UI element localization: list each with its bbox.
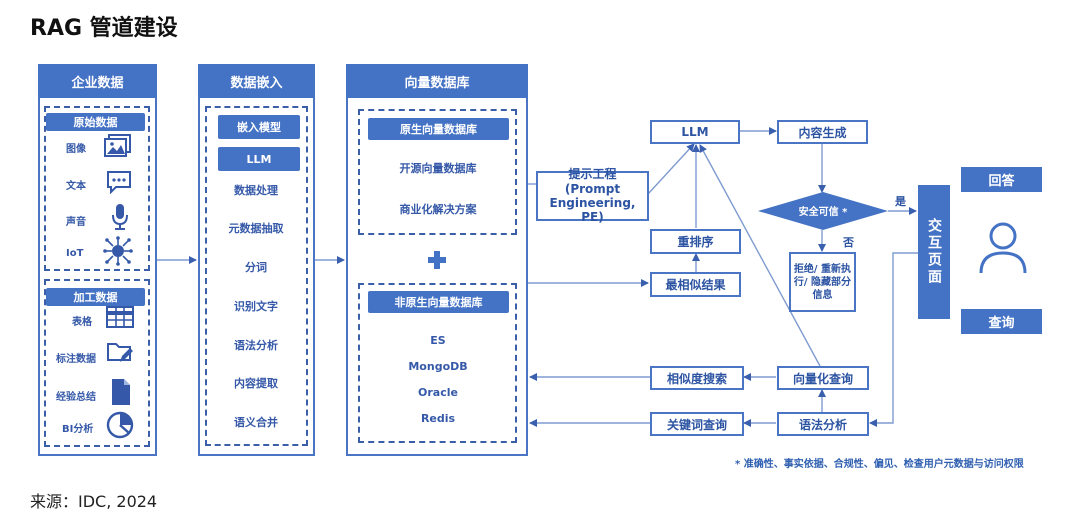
- footnote: * 准确性、事实依据、合规性、偏见、检查用户元数据与访问权限: [735, 459, 1024, 470]
- no-label: 否: [843, 236, 854, 249]
- similarity-search-box: 相似度搜索: [650, 366, 744, 390]
- source-note: 来源：IDC, 2024: [30, 492, 158, 511]
- embedding-item: 数据处理: [234, 184, 278, 198]
- nonnative-db-item: MongoDB: [408, 360, 468, 374]
- embedding-item: 元数据抽取: [228, 222, 284, 236]
- embedding-model-pill: 嵌入模型: [218, 115, 300, 139]
- pie-chart-icon: [106, 411, 134, 439]
- nonnative-vector-db-label: 非原生向量数据库: [368, 291, 509, 313]
- vector-db-header: 向量数据库: [346, 64, 528, 98]
- nonnative-db-item: Oracle: [418, 386, 458, 400]
- raw-data-group: [44, 106, 150, 271]
- most-similar-results-box: 最相似结果: [650, 272, 741, 297]
- nonnative-db-item: Redis: [420, 412, 456, 426]
- raw-data-label: 原始数据: [46, 113, 145, 131]
- prompt-engineering-box: 提示工程 (Prompt Engineering, PE): [536, 167, 649, 224]
- processed-data-label: 加工数据: [46, 288, 145, 306]
- native-db-item: 开源向量数据库: [399, 162, 477, 176]
- embedding-llm-pill: LLM: [218, 147, 300, 171]
- iot-network-icon: [103, 236, 133, 266]
- processed-item-experience: 经验总结: [56, 392, 96, 403]
- safety-check-diamond: [758, 192, 888, 230]
- embedding-header: 数据嵌入: [198, 64, 315, 98]
- table-icon: [106, 306, 134, 328]
- query-button[interactable]: 查询: [961, 309, 1042, 334]
- raw-item-audio: 声音: [66, 217, 86, 228]
- enterprise-data-header: 企业数据: [38, 64, 157, 98]
- vectorized-query-box: 向量化查询: [777, 366, 869, 390]
- interaction-page-box: 交互页面: [918, 185, 950, 319]
- llm-box: LLM: [650, 120, 740, 144]
- microphone-icon: [112, 204, 128, 230]
- content-generation-box: 内容生成: [777, 120, 868, 144]
- processed-data-group: [44, 279, 150, 447]
- embedding-group: [205, 106, 308, 446]
- chat-icon: [107, 171, 131, 194]
- embedding-item: 内容提取: [234, 377, 278, 391]
- folder-edit-icon: [107, 343, 133, 362]
- embedding-item: 语法分析: [234, 339, 278, 353]
- user-icon: [979, 222, 1027, 274]
- safety-check-label: 安全可信 *: [798, 207, 848, 218]
- raw-item-text: 文本: [66, 181, 86, 192]
- syntax-analysis-box: 语法分析: [777, 412, 869, 436]
- reject-box: 拒绝/ 重新执行/ 隐藏部分 信息: [789, 252, 856, 312]
- raw-item-image: 图像: [66, 144, 86, 155]
- raw-item-iot: IoT: [66, 248, 84, 259]
- native-vector-db-label: 原生向量数据库: [368, 118, 509, 140]
- processed-item-table: 表格: [72, 317, 92, 328]
- rerank-box: 重排序: [650, 229, 741, 254]
- page-title: RAG 管道建设: [30, 16, 178, 41]
- embedding-item: 语义合并: [234, 416, 278, 430]
- keyword-query-box: 关键词查询: [650, 412, 744, 436]
- native-vector-db-group: [358, 109, 517, 235]
- embedding-item: 识别文字: [234, 300, 278, 314]
- processed-item-bi: BI分析: [62, 424, 94, 435]
- image-icon: [104, 134, 131, 157]
- answer-button[interactable]: 回答: [961, 167, 1042, 192]
- yes-label: 是: [895, 195, 906, 208]
- nonnative-db-item: ES: [430, 334, 446, 348]
- nonnative-vector-db-group: [358, 283, 517, 443]
- embedding-item: 分词: [245, 261, 267, 275]
- plus-icon: [428, 251, 446, 269]
- document-icon: [112, 379, 130, 405]
- native-db-item: 商业化解决方案: [399, 203, 477, 217]
- processed-item-annotated: 标注数据: [56, 354, 96, 365]
